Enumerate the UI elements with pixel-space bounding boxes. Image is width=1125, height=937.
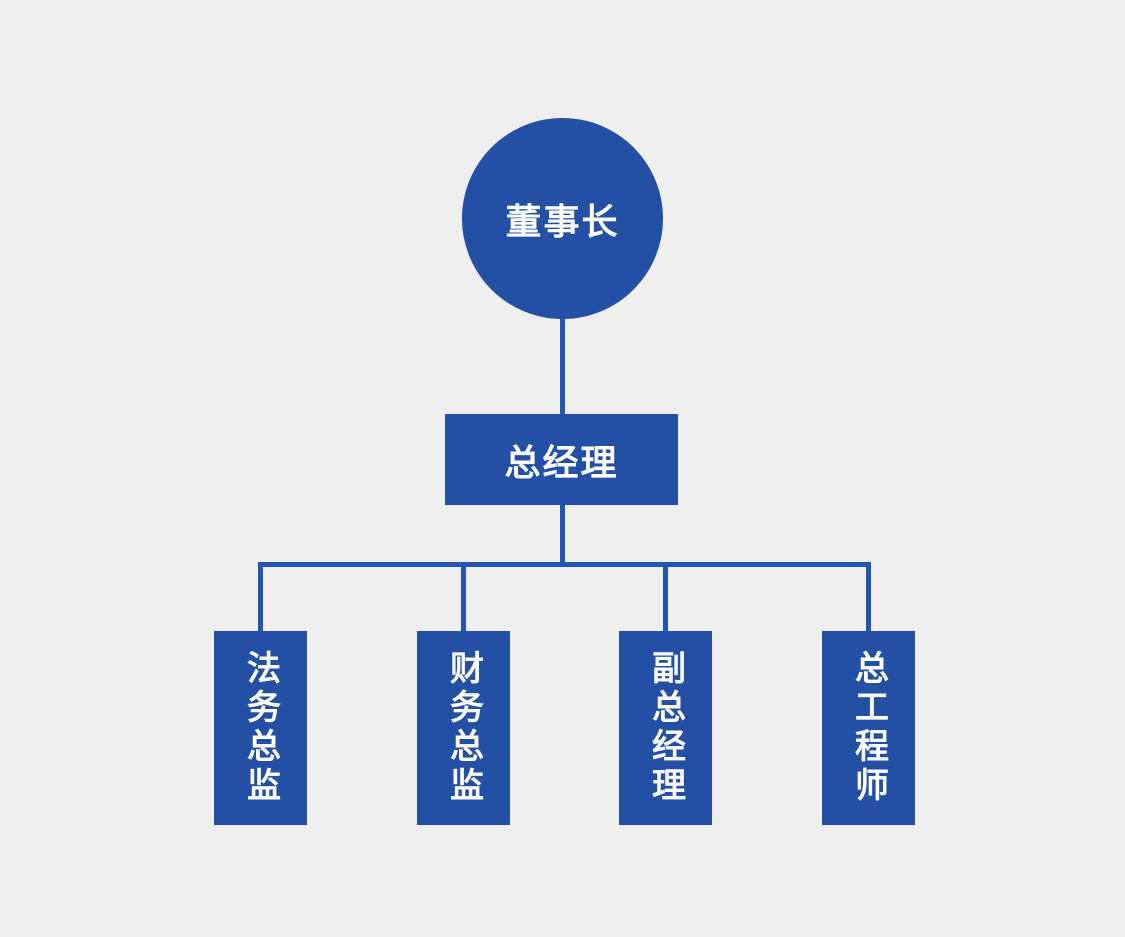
node-chairman-label: 董事长 xyxy=(505,200,620,242)
node-finance-director-label: 财务总监 xyxy=(444,650,483,806)
node-chief-engineer-label: 总工程师 xyxy=(849,650,888,806)
node-chairman[interactable]: 董事长 xyxy=(462,118,663,319)
node-deputy-general-manager-label: 副总经理 xyxy=(646,650,685,806)
node-finance-director[interactable]: 财务总监 xyxy=(417,631,510,825)
connector-root-to-manager xyxy=(560,317,565,415)
connector-drop-chief-engineer xyxy=(866,562,871,633)
node-general-manager-label: 总经理 xyxy=(504,441,619,483)
connector-drop-finance-director xyxy=(461,562,466,633)
connector-manager-down xyxy=(560,504,565,564)
node-deputy-general-manager[interactable]: 副总经理 xyxy=(619,631,712,825)
connector-horizontal-bus xyxy=(258,562,871,567)
node-chief-engineer[interactable]: 总工程师 xyxy=(822,631,915,825)
connector-drop-deputy-general-manager xyxy=(663,562,668,633)
connector-drop-legal-director xyxy=(258,562,263,633)
node-general-manager[interactable]: 总经理 xyxy=(445,414,678,505)
node-legal-director-label: 法务总监 xyxy=(241,650,280,806)
node-legal-director[interactable]: 法务总监 xyxy=(214,631,307,825)
